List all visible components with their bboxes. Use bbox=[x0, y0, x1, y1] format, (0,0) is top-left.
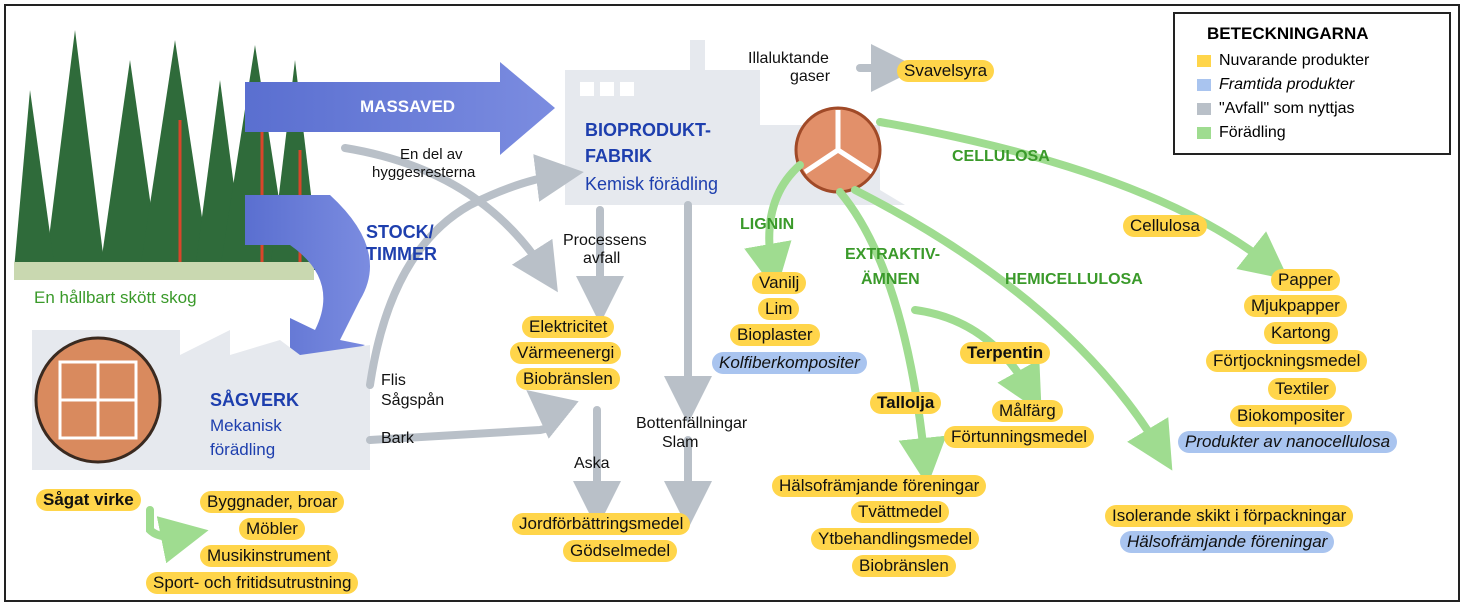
product-elektricitet: Elektricitet bbox=[522, 316, 615, 339]
sagspan-label: Sågspån bbox=[381, 392, 445, 409]
product-cellulosa: Cellulosa bbox=[1123, 215, 1207, 238]
stock-timmer-arrow bbox=[245, 195, 370, 380]
sawmill-subtitle-2: förädling bbox=[210, 440, 276, 459]
product-sagat-virke: Sågat virke bbox=[36, 489, 141, 512]
product-isolerande-skikt: Isolerande skikt i förpackningar bbox=[1105, 505, 1354, 528]
legend-item-refinement: Förädling bbox=[1197, 124, 1286, 142]
product-tvattmedel: Tvättmedel bbox=[851, 501, 950, 524]
timmer-label: TIMMER bbox=[366, 244, 437, 264]
product-godselmedel: Gödselmedel bbox=[563, 540, 678, 563]
product-biobranslen-2: Biobränslen bbox=[852, 555, 956, 578]
product-varmeenergi: Värmeenergi bbox=[510, 342, 622, 365]
product-fortunningsmedel: Förtunningsmedel bbox=[944, 426, 1095, 449]
slam-label: Slam bbox=[662, 434, 699, 451]
hemicellulosa-heading: HEMICELLULOSA bbox=[1005, 271, 1143, 288]
product-ytbehandlingsmedel: Ytbehandlingsmedel bbox=[811, 528, 980, 551]
forest-caption: En hållbart skött skog bbox=[34, 288, 197, 307]
product-papper: Papper bbox=[1271, 269, 1340, 292]
stock-label: STOCK/ bbox=[366, 222, 434, 242]
extraktiv-heading-2: ÄMNEN bbox=[861, 271, 920, 288]
lignin-heading: LIGNIN bbox=[740, 216, 795, 233]
bottenfallningar-label: Bottenfällningar bbox=[636, 415, 748, 432]
sawmill-subtitle-1: Mekanisk bbox=[210, 416, 282, 435]
product-halsoframjande: Hälsofrämjande föreningar bbox=[772, 475, 987, 498]
legend-title: BETECKNINGARNA bbox=[1207, 24, 1369, 43]
product-biobranslen: Biobränslen bbox=[516, 368, 620, 391]
sawmill-building bbox=[32, 330, 370, 470]
product-terpentin: Terpentin bbox=[960, 342, 1051, 365]
product-lim: Lim bbox=[758, 298, 800, 321]
product-kartong: Kartong bbox=[1264, 322, 1338, 345]
product-nanocellulosa: Produkter av nanocellulosa bbox=[1178, 431, 1398, 454]
diagram-frame bbox=[4, 4, 1460, 602]
hygges-label-1: En del av bbox=[400, 146, 463, 163]
product-byggnader: Byggnader, broar bbox=[200, 491, 345, 514]
factory-title-2: FABRIK bbox=[585, 146, 652, 166]
sawmill-title: SÅGVERK bbox=[210, 390, 300, 410]
product-mjukpapper: Mjukpapper bbox=[1244, 295, 1347, 318]
svavelsyra-product: Svavelsyra bbox=[897, 60, 995, 83]
product-kolfiberkompositer: Kolfiberkompositer bbox=[712, 352, 867, 375]
product-mobler: Möbler bbox=[239, 518, 305, 541]
bioprodukt-factory bbox=[565, 40, 905, 205]
massaved-label: MASSAVED bbox=[360, 97, 456, 116]
product-fortjockningsmedel: Förtjockningsmedel bbox=[1206, 350, 1368, 373]
illaluktande-label-1: Illaluktande bbox=[748, 50, 829, 67]
extraktiv-heading-1: EXTRAKTIV- bbox=[845, 246, 941, 263]
cellulosa-heading: CELLULOSA bbox=[952, 148, 1050, 165]
massaved-arrow bbox=[245, 62, 555, 155]
legend-item-future: Framtida produkter bbox=[1197, 76, 1354, 94]
processens-label-2: avfall bbox=[583, 250, 621, 267]
product-vanilj: Vanilj bbox=[752, 272, 807, 295]
product-bioplaster: Bioplaster bbox=[730, 324, 820, 347]
factory-title-1: BIOPRODUKT- bbox=[585, 120, 711, 140]
product-sport: Sport- och fritidsutrustning bbox=[146, 572, 359, 595]
product-musikinstrument: Musikinstrument bbox=[200, 545, 338, 568]
product-biokompositer: Biokompositer bbox=[1230, 405, 1352, 428]
bark-label: Bark bbox=[381, 430, 414, 447]
product-jordforbattringsmedel: Jordförbättringsmedel bbox=[512, 513, 691, 536]
product-textiler: Textiler bbox=[1268, 378, 1336, 401]
factory-subtitle: Kemisk förädling bbox=[585, 174, 719, 194]
aska-label: Aska bbox=[574, 455, 610, 472]
product-tallolja: Tallolja bbox=[870, 392, 942, 415]
hygges-label-2: hyggesresterna bbox=[372, 164, 476, 181]
flis-label: Flis bbox=[381, 372, 406, 389]
legend: BETECKNINGARNA Nuvarande produkter Framt… bbox=[1173, 12, 1451, 155]
legend-item-current: Nuvarande produkter bbox=[1197, 52, 1369, 70]
processens-label-1: Processens bbox=[563, 232, 647, 249]
product-halsoframjande-future: Hälsofrämjande föreningar bbox=[1120, 531, 1335, 554]
product-malfarg: Målfärg bbox=[992, 400, 1063, 423]
illaluktande-label-2: gaser bbox=[790, 68, 831, 85]
legend-item-waste: "Avfall" som nyttjas bbox=[1197, 100, 1355, 118]
